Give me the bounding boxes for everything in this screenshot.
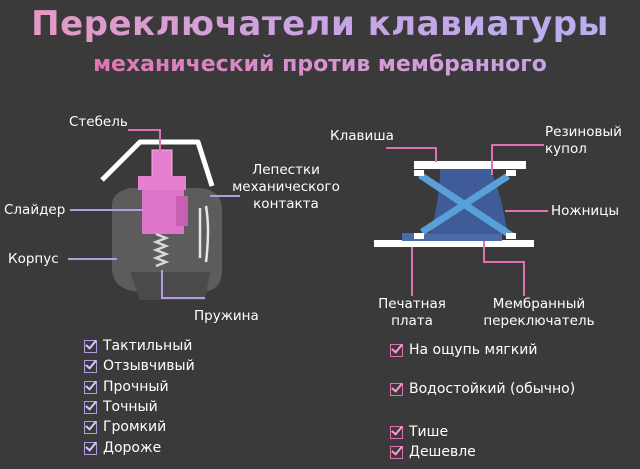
feature-item: Тише — [390, 424, 448, 440]
stem-shape — [151, 149, 173, 179]
label-slider: Слайдер — [4, 202, 66, 218]
pivot — [506, 233, 516, 239]
feature-item: Точный — [84, 399, 158, 415]
membrane-switch-illustration — [374, 144, 548, 296]
label-rubber-dome: Резиновый купол — [545, 124, 622, 157]
switch-leader — [483, 241, 525, 296]
label-key: Клавиша — [330, 128, 394, 144]
checkbox-icon — [390, 343, 403, 357]
stem-cross — [138, 176, 186, 190]
membrane-layer — [402, 233, 502, 241]
page-title: Переключатели клавиатуры — [0, 4, 640, 44]
label-spring: Пружина — [194, 308, 259, 324]
keycap-outline — [100, 139, 215, 187]
scissor-arm-2 — [420, 173, 510, 235]
label-contact-leaves: Лепестки механического контакта — [232, 162, 340, 212]
checkbox-icon — [390, 445, 403, 459]
label-scissors: Ножницы — [551, 203, 620, 219]
contact-leaves-shape — [198, 205, 210, 263]
feature-item: Отзывчивый — [84, 358, 195, 374]
checkbox-icon — [390, 425, 403, 439]
page-subtitle: механический против мембранного — [0, 52, 640, 77]
stem-leader — [128, 129, 161, 152]
checkbox-icon — [390, 382, 403, 396]
mechanical-switch-illustration — [68, 129, 240, 300]
checkbox-icon — [84, 420, 97, 434]
label-stem: Стебель — [69, 114, 128, 130]
feature-item: Тактильный — [84, 338, 192, 354]
label-housing: Корпус — [8, 251, 59, 267]
housing-base — [130, 272, 210, 300]
housing-shape — [112, 188, 222, 292]
checkbox-icon — [84, 400, 97, 414]
feature-item: Дороже — [84, 440, 161, 456]
key-leader — [386, 147, 437, 162]
feature-item: Дешевле — [390, 444, 476, 460]
key-plate — [414, 161, 526, 169]
label-membrane-switch: Мембранный переключатель — [483, 296, 595, 329]
feature-item: Водостойкий (обычно) — [390, 381, 575, 397]
pivot — [414, 233, 424, 239]
pivot — [414, 170, 424, 176]
checkbox-icon — [84, 339, 97, 353]
checkbox-icon — [84, 441, 97, 455]
label-pcb: Печатная плата — [378, 296, 446, 329]
spring-shape — [152, 232, 170, 268]
slider-side — [176, 196, 188, 226]
feature-item: Громкий — [84, 419, 166, 435]
feature-item: На ощупь мягкий — [390, 342, 537, 358]
pivot — [506, 170, 516, 176]
dome-leader — [491, 144, 544, 175]
checkbox-icon — [84, 359, 97, 373]
feature-item: Прочный — [84, 379, 169, 395]
spring-leader — [161, 270, 205, 299]
pcb-base — [374, 240, 534, 247]
checkbox-icon — [84, 380, 97, 394]
